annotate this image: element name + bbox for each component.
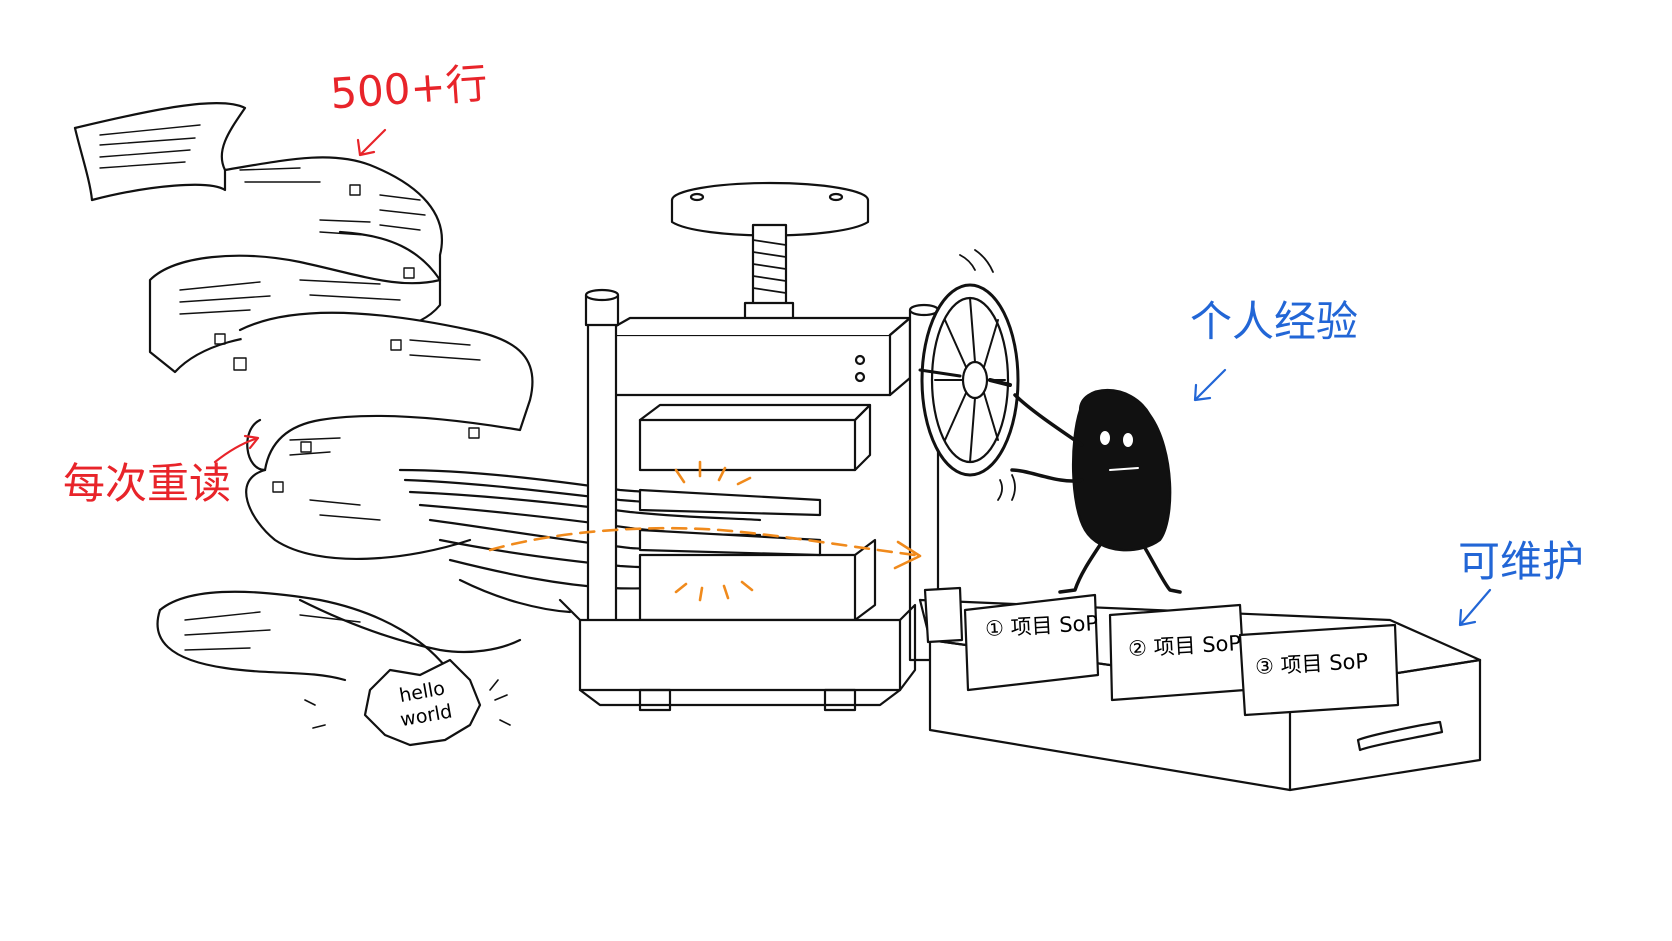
card-3-label: ③ 项目 SoP bbox=[1254, 649, 1369, 679]
crumpled-paper-text: hello world bbox=[394, 676, 454, 732]
character-icon bbox=[1010, 389, 1182, 594]
label-500-lines: 500+行 bbox=[328, 58, 490, 119]
label-reread-each-time: 每次重读 bbox=[63, 459, 232, 508]
file-drawer bbox=[918, 586, 1482, 792]
label-personal-experience: 个人经验 bbox=[1190, 297, 1359, 346]
card-3 bbox=[1238, 623, 1400, 717]
card-1-label: ① 项目 SoP bbox=[984, 611, 1099, 641]
card-2-label: ② 项目 SoP bbox=[1127, 631, 1242, 661]
crumpled-paper-icon bbox=[304, 658, 511, 747]
paper-ribbon bbox=[73, 102, 762, 682]
card-1 bbox=[963, 593, 1100, 692]
annotation-arrows bbox=[213, 128, 1492, 627]
label-maintainable: 可维护 bbox=[1458, 537, 1585, 586]
orange-arrow bbox=[488, 460, 922, 602]
